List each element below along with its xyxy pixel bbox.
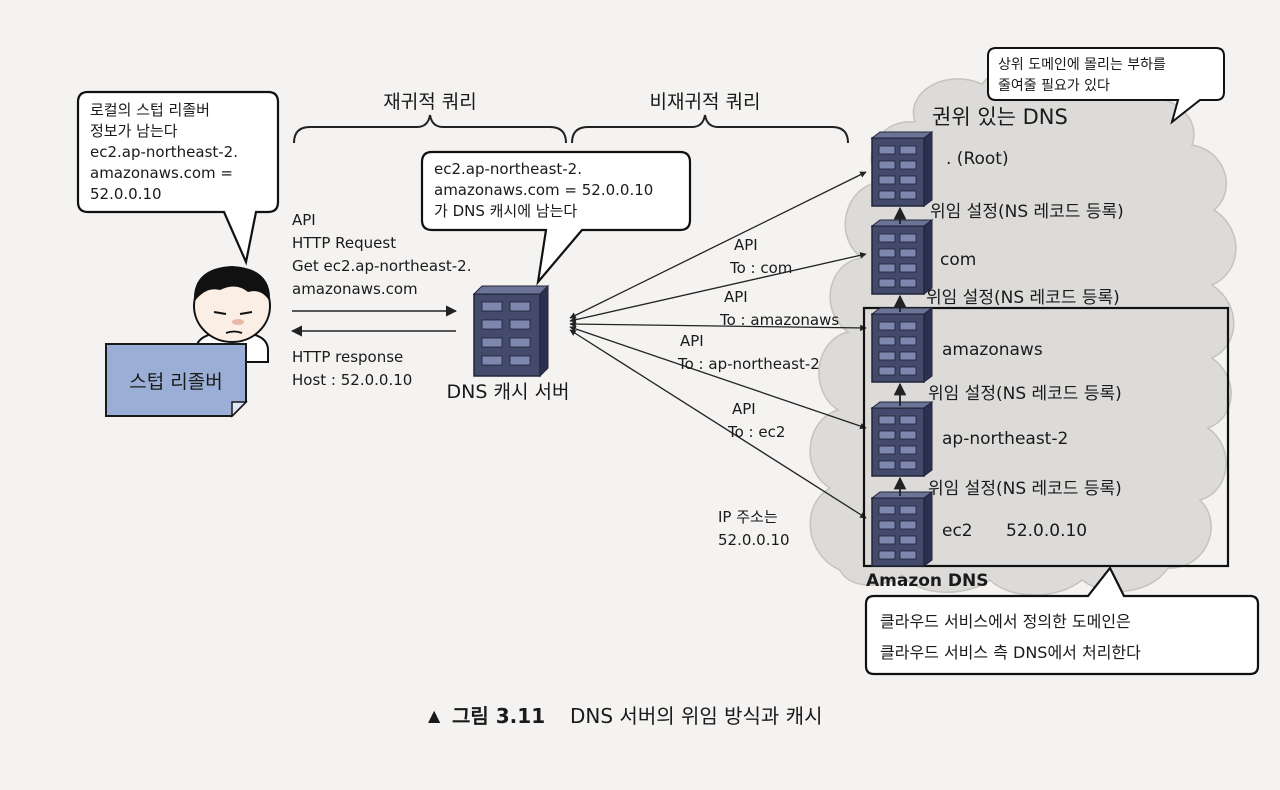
server-name-amazonaws: amazonaws <box>942 340 1043 360</box>
amazon-note-line: 클라우드 서비스에서 정의한 도메인은 <box>880 612 1131 631</box>
api-query-line: To : ec2 <box>727 423 785 441</box>
amazon-note-line: 클라우드 서비스 측 DNS에서 처리한다 <box>880 643 1141 662</box>
cache-info-line: ec2.ap-northeast-2. <box>434 160 582 178</box>
api-query-labels: API To : com API To : amazonaws API To :… <box>677 236 839 441</box>
local-info-line: amazonaws.com = <box>90 164 233 182</box>
stub-resolver-label: 스텁 리졸버 <box>129 371 222 393</box>
delegation-label: 위임 설정(NS 레코드 등록) <box>926 288 1120 308</box>
stub-resolver-note: 스텁 리졸버 <box>105 343 248 418</box>
recursive-query-label: 재귀적 쿼리 <box>383 91 476 113</box>
local-info-line: 정보가 남는다 <box>90 122 178 140</box>
delegation-label: 위임 설정(NS 레코드 등록) <box>928 479 1122 499</box>
dns-cache-server <box>472 284 550 378</box>
recursive-bracket <box>293 114 567 144</box>
request-line: API <box>292 211 316 229</box>
local-info-line: 로컬의 스텁 리졸버 <box>90 101 210 119</box>
com-server-icon <box>871 219 933 295</box>
server-name-ap-northeast-2: ap-northeast-2 <box>942 429 1068 449</box>
api-query-line: API <box>734 236 758 254</box>
authoritative-servers <box>871 131 933 567</box>
api-query-line: API <box>724 288 748 306</box>
local-info-line: 52.0.0.10 <box>90 185 162 203</box>
server-ip-ec2: 52.0.0.10 <box>1006 521 1087 541</box>
ip-result-line: IP 주소는 <box>718 508 778 526</box>
response-line: Host : 52.0.0.10 <box>292 371 412 389</box>
amazon-dns-label: Amazon DNS <box>866 571 989 591</box>
local-info-line: ec2.ap-northeast-2. <box>90 143 238 161</box>
request-line: HTTP Request <box>292 234 396 252</box>
nonrecursive-query-label: 비재귀적 쿼리 <box>650 91 761 113</box>
request-line: amazonaws.com <box>292 280 418 298</box>
response-line: HTTP response <box>292 348 403 366</box>
root-server-icon <box>871 131 933 207</box>
ec2-server-icon <box>871 491 933 567</box>
request-line: Get ec2.ap-northeast-2. <box>292 257 472 275</box>
amazon-note-bubble: 클라우드 서비스에서 정의한 도메인은 클라우드 서비스 측 DNS에서 처리한… <box>864 565 1260 676</box>
caption-marker: ▲ <box>428 706 441 725</box>
arrow-to-ec2 <box>569 329 867 519</box>
arrow-to-com <box>569 252 867 323</box>
load-note-line: 상위 도메인에 몰리는 부하를 <box>998 57 1166 73</box>
figure-caption: ▲ 그림 3.11 DNS 서버의 위임 방식과 캐시 <box>428 704 823 728</box>
ip-result-label: IP 주소는 52.0.0.10 <box>718 508 790 549</box>
caption-text: DNS 서버의 위임 방식과 캐시 <box>570 704 823 728</box>
client-request-text: API HTTP Request Get ec2.ap-northeast-2.… <box>292 211 472 298</box>
api-query-line: API <box>732 400 756 418</box>
amazon-dns-box <box>862 306 1230 568</box>
delegation-label: 위임 설정(NS 레코드 등록) <box>930 202 1124 222</box>
server-name-ec2: ec2 <box>942 521 973 541</box>
delegation-label: 위임 설정(NS 레코드 등록) <box>928 384 1122 404</box>
api-query-line: To : ap-northeast-2 <box>677 355 820 373</box>
client-response-text: HTTP response Host : 52.0.0.10 <box>292 348 412 389</box>
api-query-line: To : com <box>729 259 792 277</box>
load-note-line: 줄여줄 필요가 있다 <box>998 78 1110 94</box>
load-note-bubble: 상위 도메인에 몰리는 부하를 줄여줄 필요가 있다 <box>987 47 1225 125</box>
ap-northeast-2-server-icon <box>871 401 933 477</box>
cache-info-line: amazonaws.com = 52.0.0.10 <box>434 181 653 199</box>
query-arrows <box>569 171 867 519</box>
nonrecursive-bracket <box>571 114 849 144</box>
amazonaws-server-icon <box>871 307 933 383</box>
api-query-line: To : amazonaws <box>719 311 839 329</box>
server-name-com: com <box>940 250 976 270</box>
caption-figure-number: 그림 3.11 <box>452 704 545 728</box>
server-name-root: . (Root) <box>946 149 1009 169</box>
cache-info-line: 가 DNS 캐시에 남는다 <box>434 202 577 220</box>
local-info-bubble: 로컬의 스텁 리졸버 정보가 남는다 ec2.ap-northeast-2. a… <box>76 90 280 266</box>
authoritative-dns-title: 권위 있는 DNS <box>932 105 1068 129</box>
api-query-line: API <box>680 332 704 350</box>
ip-result-line: 52.0.0.10 <box>718 531 790 549</box>
cache-server-label: DNS 캐시 서버 <box>447 381 570 403</box>
